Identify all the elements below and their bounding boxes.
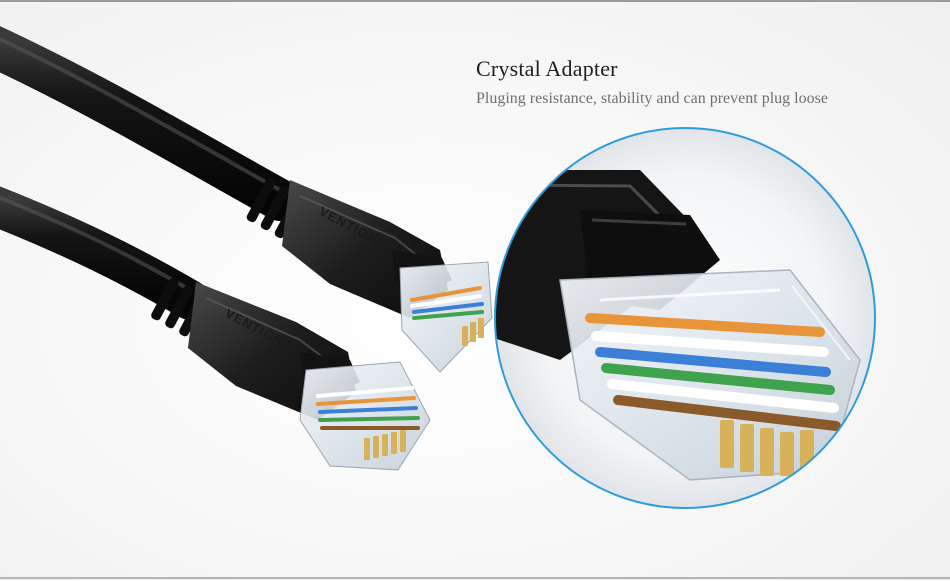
feature-title: Crystal Adapter bbox=[476, 56, 618, 81]
magnified-detail bbox=[494, 127, 876, 509]
bottom-divider bbox=[0, 577, 950, 579]
lower-cable: VENTION bbox=[0, 186, 431, 471]
top-divider bbox=[0, 0, 950, 2]
upper-cable: VENTION bbox=[0, 26, 493, 373]
feature-subtitle: Pluging resistance, stability and can pr… bbox=[476, 90, 828, 107]
